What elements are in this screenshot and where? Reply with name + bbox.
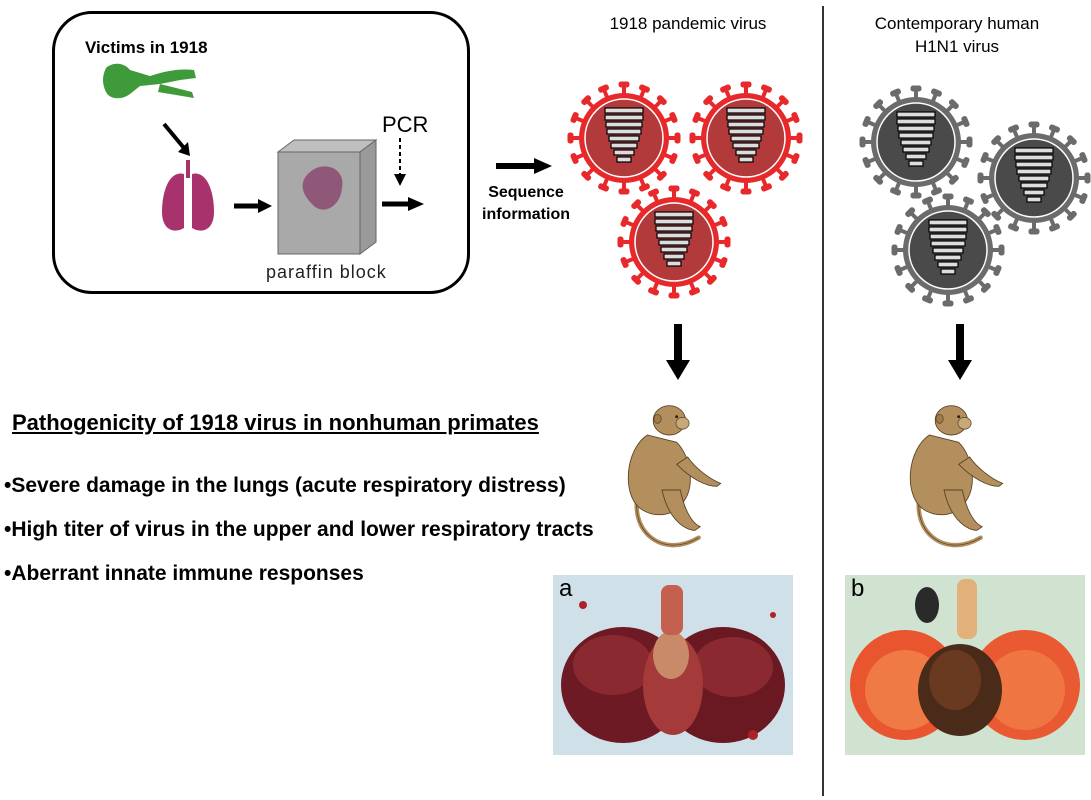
paraffin-label: paraffin block [266, 262, 387, 282]
virus-1918-icon [690, 82, 802, 194]
pcr-dashed-arrow [394, 138, 406, 186]
finding-bullet: •High titer of virus in the upper and lo… [4, 518, 594, 541]
victim-to-lung-arrow [162, 122, 190, 156]
lung-photo-a: a [553, 575, 793, 755]
victim-icon [103, 63, 196, 99]
sequence-label-line2: information [482, 206, 570, 223]
finding-bullet: •Severe damage in the lungs (acute respi… [4, 474, 566, 497]
virus-1918-group [560, 76, 810, 316]
column-1918-title: 1918 pandemic virus [609, 14, 767, 33]
virus-1918-icon [618, 186, 730, 298]
lungs-icon [162, 160, 214, 231]
virus-h1n1-icon [978, 122, 1090, 234]
virus-h1n1-icon [860, 86, 972, 198]
lung-photo-b: b [845, 575, 1085, 755]
paraffin-block-icon [276, 139, 378, 255]
virus-h1n1-icon [892, 194, 1004, 306]
block-output-arrow [382, 197, 424, 211]
pcr-label: PCR [382, 112, 429, 137]
monkey-h1n1-icon [900, 384, 1010, 574]
monkey-1918-icon [618, 384, 728, 574]
column-h1n1-title-line2: H1N1 virus [914, 37, 1000, 56]
down-arrow-1918 [666, 324, 690, 380]
victims-label: Victims in 1918 [85, 38, 208, 57]
lung-to-block-arrow [234, 199, 272, 213]
sequence-arrow [496, 158, 552, 174]
photo-a-label: a [559, 575, 573, 602]
findings-heading: Pathogenicity of 1918 virus in nonhuman … [12, 410, 539, 435]
finding-bullet: •Aberrant innate immune responses [4, 562, 364, 585]
sequence-label-line1: Sequence [488, 184, 564, 201]
virus-1918-icon [568, 82, 680, 194]
virus-h1n1-group [852, 82, 1091, 322]
photo-b-label: b [851, 575, 865, 602]
column-divider [822, 6, 824, 796]
down-arrow-h1n1 [948, 324, 972, 380]
column-h1n1-title-line1: Contemporary human [874, 14, 1040, 33]
sampling-panel [52, 11, 470, 294]
